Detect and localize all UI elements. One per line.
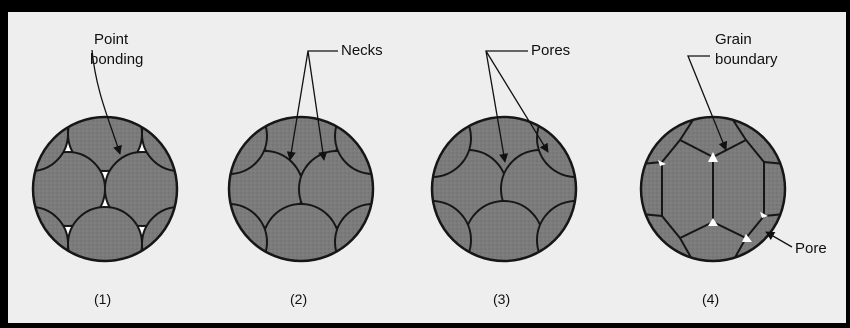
caption-stage-2: (2) bbox=[290, 291, 307, 307]
label-necks: Necks bbox=[341, 42, 383, 59]
caption-stage-1: (1) bbox=[94, 291, 111, 307]
stage-2-diagram bbox=[191, 51, 411, 280]
caption-stage-4: (4) bbox=[702, 291, 719, 307]
label-bonding: bonding bbox=[90, 51, 143, 68]
stage-3-diagram bbox=[393, 51, 615, 279]
label-boundary: boundary bbox=[715, 51, 778, 68]
diagram-panel: Point bonding Necks Pores Grain boundary… bbox=[8, 12, 846, 323]
caption-stage-3: (3) bbox=[493, 291, 510, 307]
label-pore: Pore bbox=[795, 240, 827, 257]
label-pores: Pores bbox=[531, 42, 570, 59]
label-grain: Grain bbox=[715, 31, 752, 48]
stage-1-diagram bbox=[8, 50, 216, 281]
label-point: Point bbox=[94, 31, 129, 48]
sintering-stages-diagram: Point bonding Necks Pores Grain boundary… bbox=[8, 12, 846, 323]
stage-4-diagram bbox=[641, 56, 792, 261]
